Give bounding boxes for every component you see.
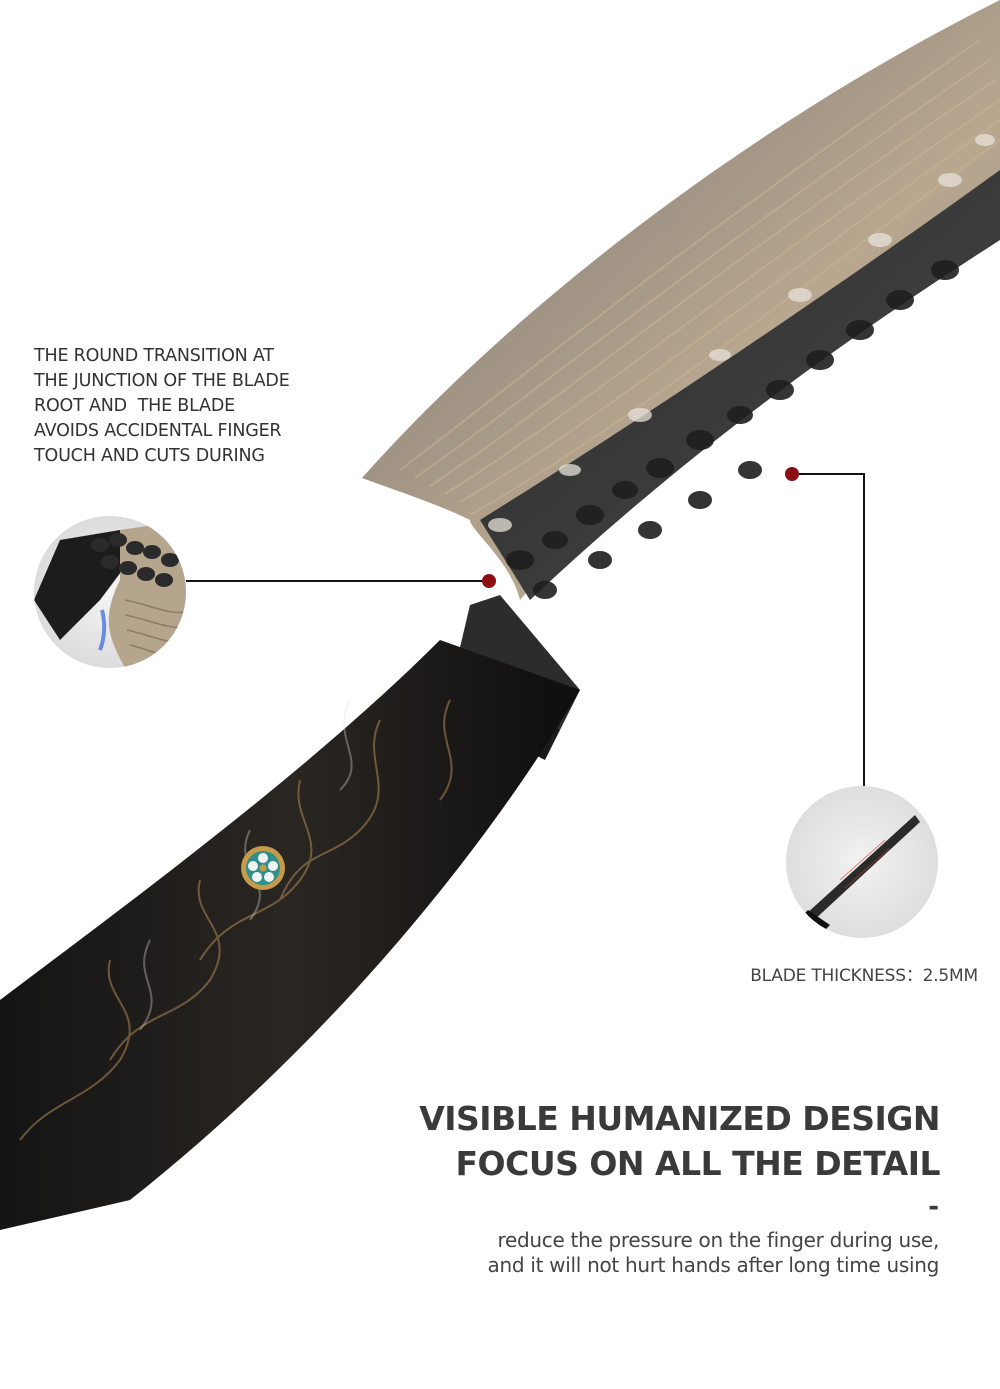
blade-thickness-marker: [785, 467, 799, 481]
headline-line-2: FOCUS ON ALL THE DETAIL: [455, 1144, 941, 1183]
callout-line: THE JUNCTION OF THE BLADE: [34, 371, 290, 391]
headline-dash: -: [928, 1192, 939, 1222]
callout-line: ROOT AND THE BLADE: [34, 396, 235, 416]
blade-thickness-label: BLADE THICKNESS：2.5MM: [750, 966, 978, 986]
subtext-line-1: reduce the pressure on the finger during…: [497, 1228, 940, 1252]
blade-root-detail-circle: [34, 516, 186, 668]
callout-line: THE ROUND TRANSITION AT: [34, 346, 274, 366]
blade-thickness-detail-circle: [786, 786, 938, 938]
blade-root-marker: [482, 574, 496, 588]
handle-rivet-icon: [241, 846, 285, 890]
subtext: reduce the pressure on the finger during…: [487, 1228, 940, 1278]
headline-line-1: VISIBLE HUMANIZED DESIGN: [419, 1099, 940, 1138]
callout-line: TOUCH AND CUTS DURING: [34, 446, 265, 466]
right-leader-line: [792, 473, 865, 786]
headline: VISIBLE HUMANIZED DESIGN FOCUS ON ALL TH…: [419, 1096, 940, 1186]
blade: [362, 0, 1000, 600]
blade-root-callout: THE ROUND TRANSITION AT THE JUNCTION OF …: [34, 344, 334, 469]
handle: [0, 640, 580, 1230]
callout-line: AVOIDS ACCIDENTAL FINGER: [34, 421, 282, 441]
subtext-line-2: and it will not hurt hands after long ti…: [487, 1253, 940, 1277]
